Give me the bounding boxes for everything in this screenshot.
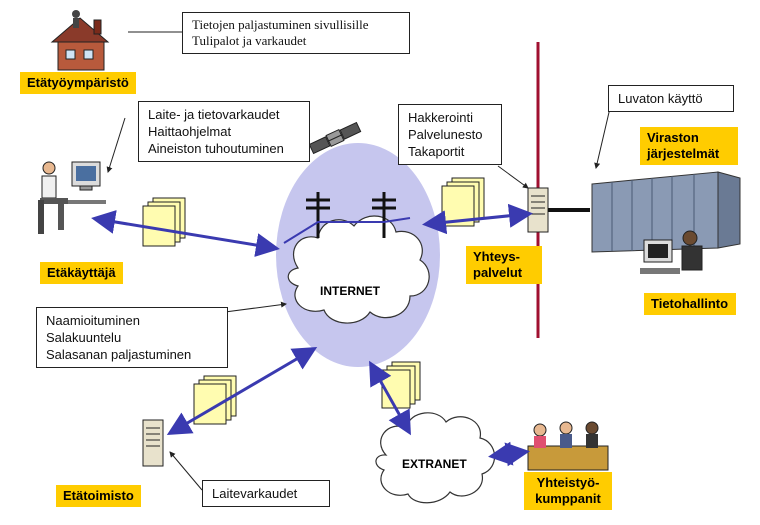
agency-risk-note: Luvaton käyttö xyxy=(608,85,734,112)
home-risk-note: Tietojen paljastuminen sivullisille Tuli… xyxy=(182,12,410,54)
home-risk-2: Tulipalot ja varkaudet xyxy=(192,33,307,48)
remote-user-icon xyxy=(38,161,106,234)
user-risk-3: Aineiston tuhoutuminen xyxy=(148,141,284,156)
it-admin-label: Tietohallinto xyxy=(644,293,736,315)
internet-pointer xyxy=(224,301,287,313)
office-risk-note: Laitevarkaudet xyxy=(202,480,330,507)
office-risk: Laitevarkaudet xyxy=(212,486,298,501)
gateway-risk-note: Hakkerointi Palvelunesto Takaportit xyxy=(398,104,502,165)
agency-risk: Luvaton käyttö xyxy=(618,91,703,106)
internet-wires xyxy=(283,217,411,244)
arrow-office-internet xyxy=(166,346,318,436)
arrow-user-internet xyxy=(91,210,280,257)
remote-office-label: Etätoimisto xyxy=(56,485,141,507)
gateway-label: Yhteys- palvelut xyxy=(466,246,542,284)
house-icon xyxy=(50,10,110,71)
agency-label-line-2: järjestelmät xyxy=(647,146,720,161)
user-pointer xyxy=(106,117,126,173)
user-risk-2: Haittaohjelmat xyxy=(148,124,232,139)
partners-label-line-2: kumppanit xyxy=(535,491,601,506)
gateway-label-line-1: Yhteys- xyxy=(473,249,520,264)
office-pointer xyxy=(169,451,203,491)
gateway-pointer xyxy=(497,165,529,189)
it-admin-icon xyxy=(640,230,703,274)
agency-label-line-1: Viraston xyxy=(647,130,699,145)
internet-cloud xyxy=(287,215,430,324)
gateway-risk-2: Palvelunesto xyxy=(408,127,483,142)
document-stack-extranet xyxy=(381,361,421,409)
internet-risk-2: Salakuuntelu xyxy=(46,330,122,345)
gateway-label-line-2: palvelut xyxy=(473,265,523,280)
office-server-icon xyxy=(142,419,164,467)
internet-risk-1: Naamioituminen xyxy=(46,313,140,328)
extranet-label: EXTRANET xyxy=(402,457,467,471)
home-risk-1: Tietojen paljastuminen sivullisille xyxy=(192,17,369,32)
arrow-gateway-internet xyxy=(422,203,533,235)
home-label: Etätyöympäristö xyxy=(20,72,136,94)
agency-pointer xyxy=(594,107,611,169)
arrow-extranet-partners xyxy=(488,441,530,467)
gateway-server-icon xyxy=(527,187,549,233)
document-stack-user xyxy=(142,197,186,247)
gateway-risk-3: Takaportit xyxy=(408,144,465,159)
arrow-internet-extranet xyxy=(369,360,411,436)
satellite-icon xyxy=(308,121,362,155)
partners-label-line-1: Yhteistyö- xyxy=(536,475,600,490)
agency-label: Viraston järjestelmät xyxy=(640,127,738,165)
user-risk-1: Laite- ja tietovarkaudet xyxy=(148,107,280,122)
gateway-risk-1: Hakkerointi xyxy=(408,110,474,125)
connection-arrows xyxy=(91,203,533,467)
user-risk-note: Laite- ja tietovarkaudet Haittaohjelmat … xyxy=(138,101,310,162)
internet-label: INTERNET xyxy=(320,284,380,298)
internet-risk-3: Salasanan paljastuminen xyxy=(46,347,192,362)
power-poles xyxy=(306,192,396,238)
partners-meeting-icon xyxy=(527,421,609,471)
remote-user-label: Etäkäyttäjä xyxy=(40,262,123,284)
internet-risk-note: Naamioituminen Salakuuntelu Salasanan pa… xyxy=(36,307,228,368)
partners-label: Yhteistyö- kumppanit xyxy=(524,472,612,510)
